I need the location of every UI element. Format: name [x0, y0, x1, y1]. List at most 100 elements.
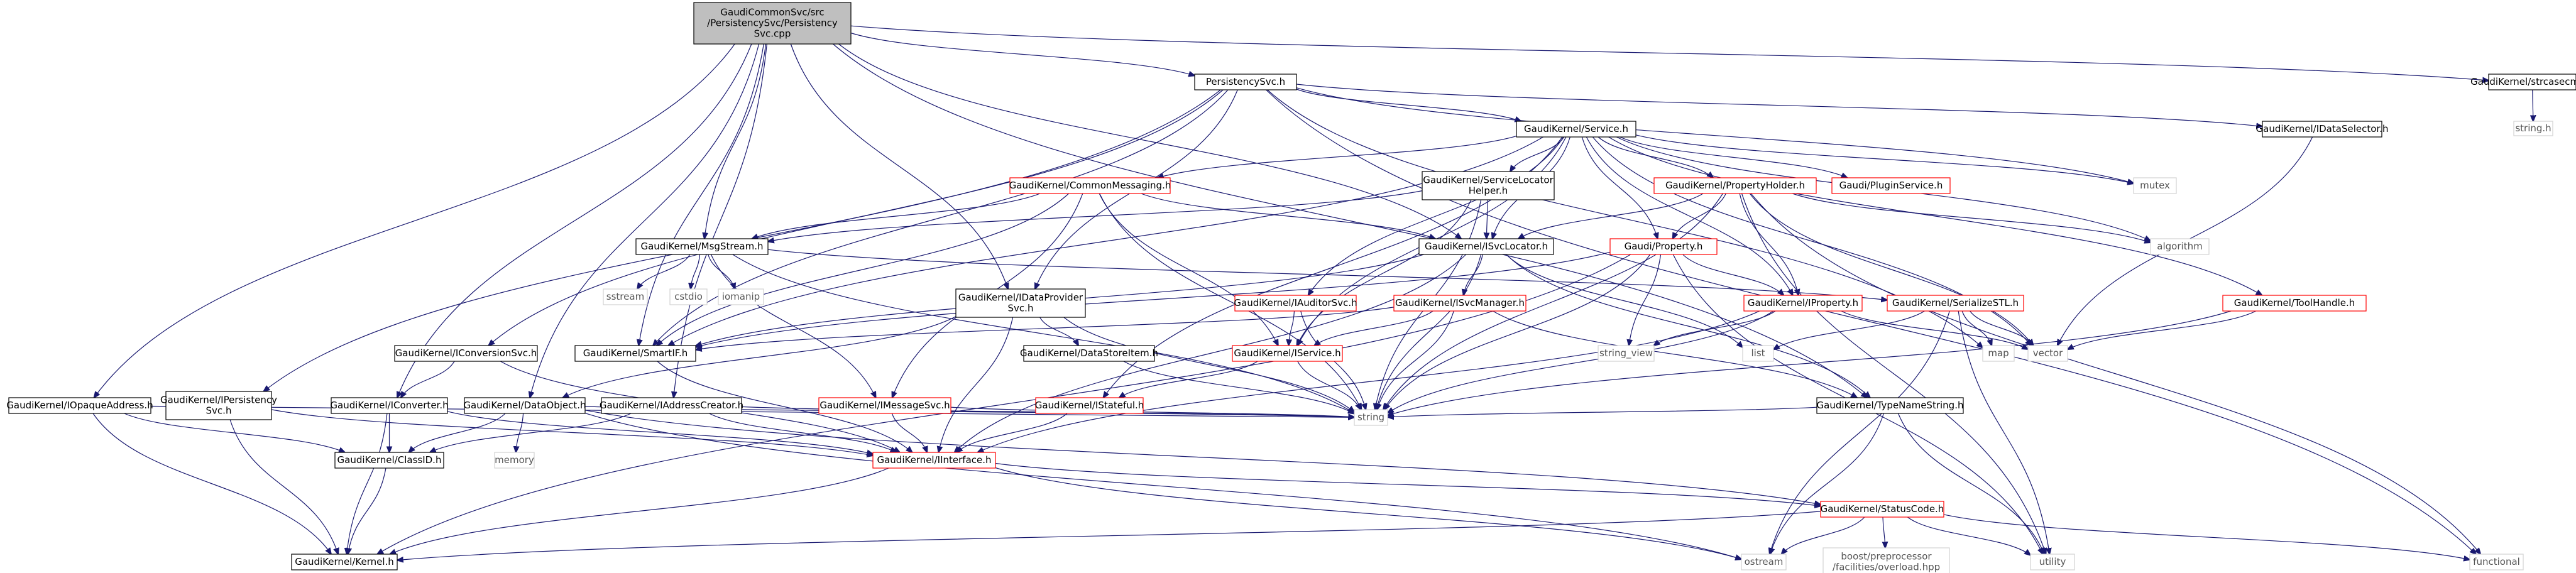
node-msgStream[interactable]: GaudiKernel/MsgStream.h	[635, 238, 769, 255]
node-propertyHolder[interactable]: GaudiKernel/PropertyHolder.h	[1653, 177, 1817, 194]
node-label-strcasecmp-line-0: GaudiKernel/strcasecmp.h	[2470, 76, 2576, 87]
node-iConverter[interactable]: GaudiKernel/IConverter.h	[330, 397, 449, 414]
edge-iInterface-to-statusCode	[995, 462, 1821, 506]
node-dataStoreItem[interactable]: GaudiKernel/DataStoreItem.h	[1020, 345, 1158, 362]
edge-iProperty-to-vector	[1841, 310, 2028, 349]
node-label-list-line-0: list	[1751, 347, 1765, 359]
edge-propertyHolder-to-utility	[1741, 193, 2046, 554]
node-label-serviceLocatorHelper-line-1: Helper.h	[1469, 185, 1508, 197]
node-classID[interactable]: GaudiKernel/ClassID.h	[334, 452, 444, 469]
node-label-kernel-line-0: GaudiKernel/Kernel.h	[295, 556, 394, 567]
node-box-dataStoreItem	[1023, 345, 1155, 362]
node-label-service-line-0: GaudiKernel/Service.h	[1524, 123, 1628, 134]
node-label-propertyHolder-line-0: GaudiKernel/PropertyHolder.h	[1665, 180, 1805, 191]
edge-propertyHolder-to-functional	[1750, 193, 2480, 554]
edge-root-to-typeNameString	[833, 43, 1868, 398]
node-box-smartIF	[574, 345, 696, 362]
node-kernel[interactable]: GaudiKernel/Kernel.h	[291, 554, 398, 570]
edge-iSvcManager-to-iService	[1314, 310, 1433, 346]
node-iConversionSvc[interactable]: GaudiKernel/IConversionSvc.h	[394, 345, 538, 362]
node-label-iSvcManager-line-0: GaudiKernel/ISvcManager.h	[1395, 297, 1525, 308]
edge-iDataProviderSvc-to-dataStoreItem	[1039, 317, 1078, 346]
node-box-cstdio	[669, 288, 708, 305]
edge-iStateful-to-iInterface	[956, 413, 1068, 452]
node-iOpaqueAddress[interactable]: GaudiKernel/IOpaqueAddress.h	[6, 397, 153, 414]
node-box-iService	[1232, 345, 1343, 362]
edge-propertyHolder-to-iSvcLocator	[1518, 193, 1704, 239]
node-label-memory-line-0: memory	[495, 454, 534, 466]
node-box-toolHandle	[2222, 295, 2367, 312]
node-box-serviceLocatorHelper	[1422, 171, 1555, 200]
node-box-vector	[2027, 345, 2068, 362]
edge-iSvcManager-to-string	[1377, 310, 1454, 410]
edge-dataObject-to-classID	[409, 413, 506, 452]
node-box-iAddressCreator	[601, 397, 742, 414]
node-typeNameString[interactable]: GaudiKernel/TypeNameString.h	[1816, 397, 1964, 414]
edge-iService-to-string	[1297, 361, 1361, 410]
node-box-root	[693, 2, 852, 45]
node-serializeSTL[interactable]: GaudiKernel/SerializeSTL.h	[1887, 295, 2024, 312]
node-label-cstdio-line-0: cstdio	[674, 291, 703, 302]
node-commonMessaging[interactable]: GaudiKernel/CommonMessaging.h	[1009, 177, 1171, 194]
node-label-root-line-0: GaudiCommonSvc/src	[720, 7, 824, 18]
node-label-commonMessaging-line-0: GaudiKernel/CommonMessaging.h	[1009, 180, 1171, 191]
node-box-pluginService	[1831, 177, 1951, 194]
node-pluginService[interactable]: Gaudi/PluginService.h	[1831, 177, 1951, 194]
edge-statusCode-to-ostream	[1782, 516, 1865, 554]
edge-iAddressCreator-to-iInterface	[709, 413, 897, 452]
node-iStateful[interactable]: GaudiKernel/IStateful.h	[1035, 397, 1144, 414]
node-label-property-line-0: Gaudi/Property.h	[1625, 241, 1703, 252]
node-box-map	[1982, 345, 2015, 362]
edge-statusCode-to-utility	[1907, 516, 2031, 555]
node-algorithm: algorithm	[2150, 238, 2210, 255]
edge-persistencySvc-to-smartIF	[653, 89, 1229, 346]
node-label-ostream-line-0: ostream	[1745, 556, 1784, 567]
edge-smartIF-to-iInterface	[657, 361, 913, 452]
node-iSvcManager[interactable]: GaudiKernel/ISvcManager.h	[1393, 295, 1526, 312]
edge-msgStream-to-cstdio	[691, 254, 701, 289]
node-label-iDataProviderSvc-line-0: GaudiKernel/IDataProvider	[958, 292, 1083, 303]
node-property[interactable]: Gaudi/Property.h	[1609, 238, 1718, 255]
node-smartIF[interactable]: GaudiKernel/SmartIF.h	[574, 345, 696, 362]
edge-root-to-persistencySvc	[850, 32, 1195, 76]
node-strcasecmp[interactable]: GaudiKernel/strcasecmp.h	[2470, 74, 2576, 90]
node-iProperty[interactable]: GaudiKernel/IProperty.h	[1743, 295, 1863, 312]
node-iInterface[interactable]: GaudiKernel/IInterface.h	[872, 452, 996, 469]
edge-iSvcLocator-to-typeNameString	[1506, 254, 1870, 398]
node-label-iService-line-0: GaudiKernel/IService.h	[1234, 347, 1340, 359]
edge-property-to-kernel	[377, 254, 1631, 554]
node-toolHandle[interactable]: GaudiKernel/ToolHandle.h	[2222, 295, 2367, 312]
node-box-sstream	[603, 288, 648, 305]
node-iService[interactable]: GaudiKernel/IService.h	[1232, 345, 1343, 362]
node-box-memory	[494, 452, 535, 469]
node-label-iOpaqueAddress-line-0: GaudiKernel/IOpaqueAddress.h	[6, 400, 153, 411]
node-iDataSelector[interactable]: GaudiKernel/IDataSelector.h	[2256, 121, 2389, 138]
node-iSvcLocator[interactable]: GaudiKernel/ISvcLocator.h	[1418, 238, 1554, 255]
edge-dataStoreItem-to-string	[1123, 361, 1354, 414]
edge-root-to-iOpaqueAddress	[94, 43, 735, 398]
node-persistencySvc[interactable]: PersistencySvc.h	[1194, 74, 1297, 90]
edge-dataObject-to-ostream	[584, 413, 1741, 559]
edge-iProperty-to-string	[1388, 310, 1774, 413]
node-iMessageSvc[interactable]: GaudiKernel/IMessageSvc.h	[818, 397, 951, 414]
edge-root-to-iConverter	[397, 43, 752, 398]
node-box-kernel	[291, 554, 398, 570]
node-box-iDataProviderSvc	[955, 288, 1086, 318]
edge-typeNameString-to-string	[1388, 407, 1817, 417]
node-service[interactable]: GaudiKernel/Service.h	[1516, 121, 1636, 138]
edge-service-to-smartIF	[668, 136, 1543, 346]
node-dataObject[interactable]: GaudiKernel/DataObject.h	[463, 397, 586, 414]
edge-iProperty-to-stringView	[1654, 310, 1776, 346]
edge-statusCode-to-functional	[1943, 514, 2470, 560]
node-iAddressCreator[interactable]: GaudiKernel/IAddressCreator.h	[600, 397, 743, 414]
edge-serializeSTL-to-map	[1961, 310, 1992, 346]
node-label-pluginService-line-0: Gaudi/PluginService.h	[1839, 180, 1943, 191]
edge-service-to-propertyHolder	[1598, 136, 1713, 178]
node-iAuditorSvc[interactable]: GaudiKernel/IAuditorSvc.h	[1234, 295, 1357, 312]
node-statusCode[interactable]: GaudiKernel/StatusCode.h	[1820, 501, 1944, 518]
node-utility: utility	[2030, 554, 2075, 570]
